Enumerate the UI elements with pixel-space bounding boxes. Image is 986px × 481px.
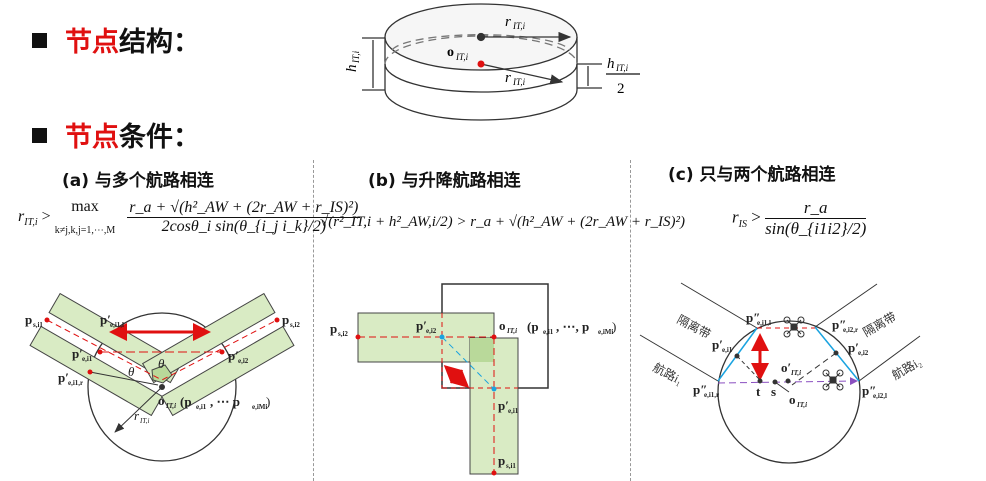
svg-text:e,i1: e,i1	[196, 403, 207, 411]
svg-text:e,i2: e,i2	[858, 349, 869, 357]
label-s: s	[771, 384, 776, 399]
svg-text:IT,i: IT,i	[512, 77, 526, 87]
svg-text:e,i2: e,i2	[238, 357, 249, 365]
svg-text:IT,i: IT,i	[796, 401, 807, 409]
panel-b-title: (b) 与升降航路相连	[368, 171, 521, 191]
svg-text:s,i2: s,i2	[338, 330, 348, 338]
label-pe-i2: p′	[848, 340, 859, 355]
svg-text:e,i1: e,i1	[722, 346, 733, 354]
formula-b: √(r²_IT,i + h²_AW,i/2) > r_a + √(h²_AW +…	[320, 214, 686, 230]
cyl-half-height-label: h	[607, 56, 615, 72]
label-endpoint-set: (p	[527, 319, 539, 334]
label-o-prime: o′	[781, 360, 791, 375]
label-isolation-zone-2: 隔离带	[860, 309, 899, 340]
svg-text:e,iMi: e,iMi	[598, 328, 613, 336]
cyl-height-label: h	[344, 65, 360, 73]
label-route-i2: 航路i₂	[889, 354, 924, 383]
label-pe-i1: p′	[712, 337, 723, 352]
label-route-i1: 航路i₁	[651, 359, 686, 387]
label-pp-i2-l: p″	[862, 383, 876, 398]
label-pe-i1: p′	[498, 398, 509, 413]
label-theta: θ	[158, 356, 165, 371]
label-radius: r	[134, 408, 140, 423]
label-t: t	[756, 384, 761, 399]
panel-b-diagram	[355, 283, 549, 476]
svg-text:IT,i: IT,i	[615, 63, 629, 73]
svg-text:s,i2: s,i2	[290, 321, 300, 329]
svg-text:s,i1: s,i1	[33, 321, 43, 329]
svg-text:e,i1: e,i1	[543, 328, 554, 336]
svg-text:IT,i: IT,i	[455, 52, 469, 62]
label-pp-i1-l: p″	[746, 310, 760, 325]
bullet-square	[32, 128, 47, 143]
label-ps-i1: p	[25, 312, 32, 327]
heading-node-structure: 节点结构：	[32, 20, 200, 59]
panel-a-title: (a) 与多个航路相连	[62, 171, 214, 191]
svg-text:e,i1,l: e,i1,l	[110, 321, 124, 329]
svg-text:IT,i: IT,i	[351, 50, 361, 64]
svg-text:, ⋯, p: , ⋯, p	[556, 319, 589, 334]
label-pp-i2-r: p″	[832, 317, 846, 332]
drone-icon	[783, 316, 805, 338]
label-endpoint-set: (p	[180, 394, 192, 409]
svg-text:IT,i: IT,i	[165, 402, 176, 410]
cyl-radius-label: r	[505, 14, 511, 30]
panel-divider	[313, 160, 314, 481]
svg-text:s,i1: s,i1	[506, 462, 516, 470]
label-ps-i2: p	[330, 321, 337, 336]
svg-text:IT,i: IT,i	[506, 327, 517, 335]
svg-text:): )	[266, 394, 270, 409]
svg-text:e,i1: e,i1	[82, 355, 93, 363]
svg-text:): )	[612, 319, 616, 334]
cylinder-diagram	[362, 3, 640, 121]
panel-c-title: (c) 只与两个航路相连	[668, 165, 836, 185]
svg-text:2: 2	[617, 81, 625, 97]
label-pe-i1: p′	[72, 346, 83, 361]
drone-icon	[822, 369, 844, 391]
svg-text:IT,i: IT,i	[790, 369, 801, 377]
cyl-radius-label-2: r	[505, 70, 511, 86]
svg-text:e,i1,r: e,i1,r	[704, 391, 719, 399]
panel-a-diagram	[29, 292, 295, 462]
label-ps-i1: p	[498, 453, 505, 468]
label-isolation-zone-1: 隔离带	[675, 311, 714, 341]
heading-node-conditions: 节点条件：	[32, 115, 200, 154]
label-pe-i1-l: p′	[100, 312, 111, 327]
svg-text:e,i2,l: e,i2,l	[873, 392, 887, 400]
panel-divider	[630, 160, 631, 481]
svg-text:IT,i: IT,i	[139, 417, 149, 425]
label-o-it: o	[499, 318, 506, 333]
svg-text:e,iMi: e,iMi	[252, 403, 267, 411]
svg-text:IT,i: IT,i	[512, 21, 526, 31]
svg-text:e,i2,r: e,i2,r	[843, 326, 858, 334]
label-o-it: o	[789, 392, 796, 407]
svg-text:e,i1: e,i1	[508, 407, 519, 415]
label-ps-i2: p	[282, 312, 289, 327]
svg-text:e,i1,r: e,i1,r	[68, 379, 83, 387]
svg-text:e,i2: e,i2	[426, 327, 437, 335]
label-pp-i1-r: p″	[693, 382, 707, 397]
cyl-center-label: o	[447, 45, 454, 60]
svg-text:e,i1,l: e,i1,l	[757, 319, 771, 327]
label-theta-i: θ	[128, 364, 135, 379]
label-pe-i1-r: p′	[58, 370, 69, 385]
label-pe-i2: p′	[416, 318, 427, 333]
label-pe-i2: p′	[228, 348, 239, 363]
label-o-it: o	[158, 393, 165, 408]
bullet-square	[32, 33, 47, 48]
svg-text:, ⋯ p: , ⋯ p	[210, 394, 240, 409]
panel-c-diagram	[639, 282, 921, 464]
